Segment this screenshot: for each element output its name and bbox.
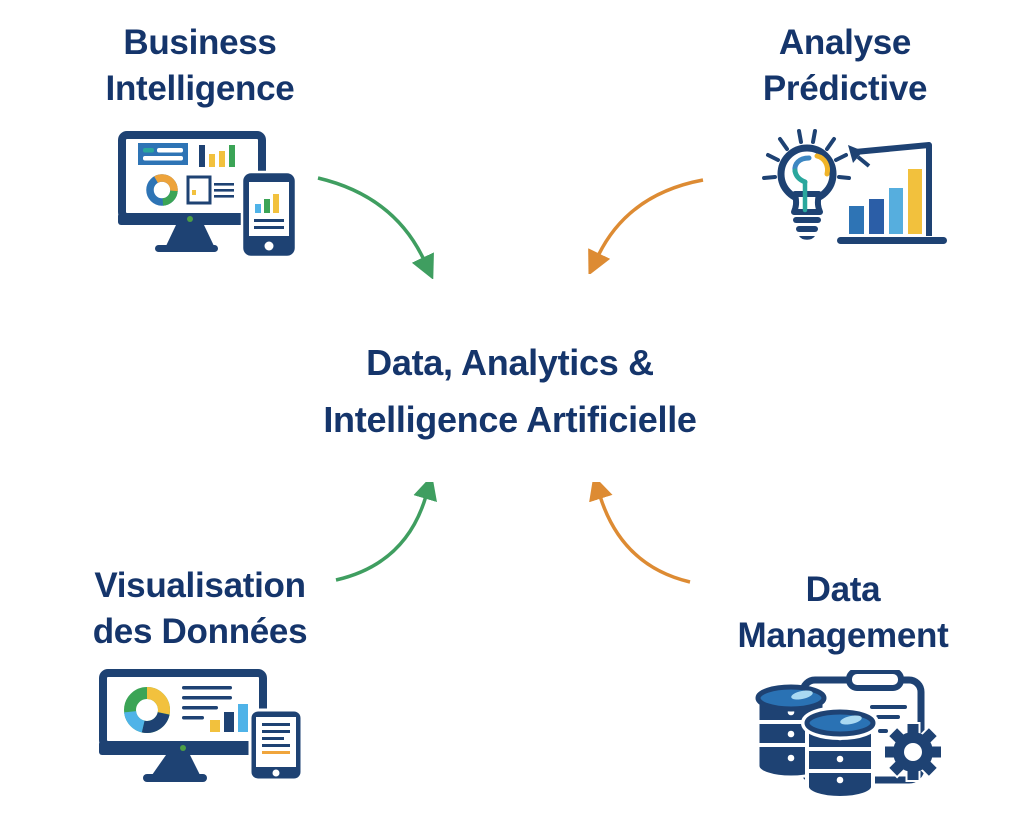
header-white-bar — [157, 148, 183, 153]
document-mark — [192, 190, 196, 195]
monitor-base — [143, 774, 207, 782]
business-intelligence-line2: Intelligence — [105, 69, 295, 108]
power-led — [180, 745, 186, 751]
visualisation-donnees-line2: des Données — [92, 612, 308, 651]
predictive-lightbulb-chart-icon — [762, 129, 947, 244]
business-intelligence-dashboard-icon — [118, 131, 298, 259]
mini-donut-chart — [146, 174, 178, 206]
visualisation-donnees-line1: Visualisation — [94, 566, 306, 605]
gear-icon — [883, 722, 943, 782]
label-visualisation-donnees: Visualisation des Données — [40, 563, 360, 655]
center-title-line2: Intelligence Artificielle — [323, 399, 697, 440]
label-data-management: Data Management — [688, 567, 998, 659]
mini-bar-chart — [199, 145, 235, 167]
center-title-line1: Data, Analytics & — [366, 342, 654, 383]
lightbulb-rays — [762, 129, 851, 180]
label-analyse-predictive: Analyse Prédictive — [690, 20, 1000, 112]
report-text-lines — [182, 686, 232, 720]
cursor-arrow — [848, 145, 863, 163]
arrow-business-intelligence-to-center — [317, 176, 434, 279]
tablet-icon — [248, 708, 304, 782]
donut-chart — [124, 687, 170, 733]
mini-bar-chart — [210, 704, 248, 732]
arrow-data-management-to-center — [589, 482, 691, 584]
data-visualization-icon — [99, 669, 304, 782]
smartphone-icon — [240, 170, 298, 259]
monitor-stand — [152, 755, 200, 775]
growth-chart-icon — [837, 142, 947, 244]
analyse-predictive-line1: Analyse — [778, 23, 912, 62]
data-management-line1: Data — [805, 570, 881, 609]
analyse-predictive-line2: Prédictive — [762, 69, 928, 108]
arrow-analyse-predictive-to-center — [588, 178, 704, 274]
data-management-line2: Management — [737, 616, 949, 655]
data-management-icon — [755, 670, 943, 800]
center-title: Data, Analytics & Intelligence Artificie… — [234, 334, 786, 448]
monitor-base — [155, 245, 218, 252]
header-white-bar — [143, 156, 183, 161]
lightbulb-icon — [777, 144, 837, 240]
document-icon — [186, 175, 212, 205]
header-teal-bar — [143, 148, 154, 153]
dashboard-header-panel — [138, 143, 188, 165]
document-text-lines — [214, 183, 234, 198]
arrow-visualisation-to-center — [335, 482, 437, 582]
monitor-stand — [166, 225, 214, 246]
label-business-intelligence: Business Intelligence — [30, 20, 370, 112]
business-intelligence-line1: Business — [123, 23, 277, 62]
power-led — [187, 216, 193, 222]
database-cylinder-right — [801, 706, 879, 800]
